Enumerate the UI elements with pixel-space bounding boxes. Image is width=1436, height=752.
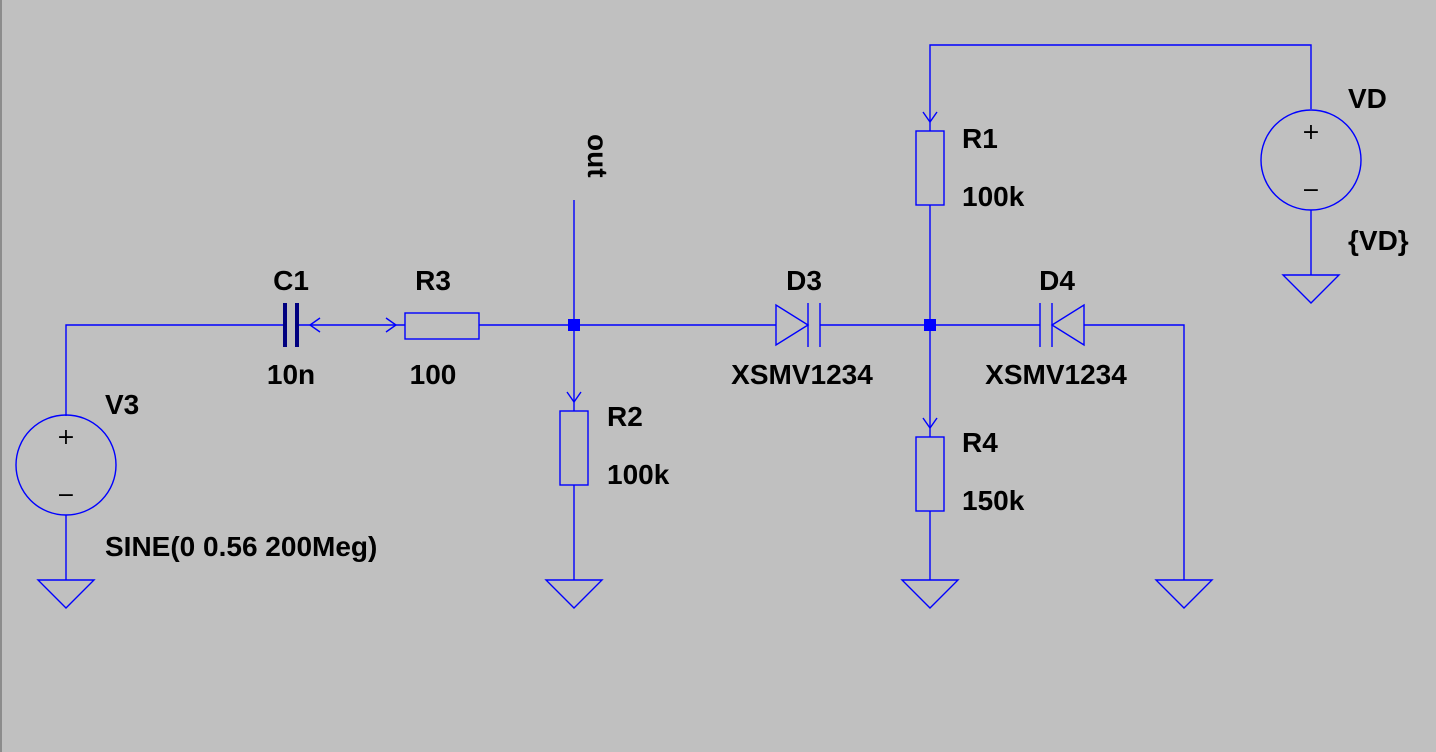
resistor-r2[interactable] bbox=[559, 410, 589, 486]
wire-d4-to-ground bbox=[1084, 324, 1185, 580]
v3-value: SINE(0 0.56 200Meg) bbox=[105, 531, 377, 562]
wire-node-to-r2 bbox=[566, 325, 582, 411]
d4-label: D4 bbox=[1039, 265, 1075, 296]
ground-symbol-d4 bbox=[1154, 579, 1214, 609]
r3-value: 100 bbox=[410, 359, 457, 390]
ground-symbol-vd bbox=[1281, 274, 1341, 304]
vd-minus-sign: − bbox=[1302, 178, 1320, 203]
capacitor-c1[interactable] bbox=[283, 303, 299, 347]
vd-plus-sign: + bbox=[1302, 120, 1320, 145]
v3-label: V3 bbox=[105, 389, 139, 420]
varactor-d4[interactable] bbox=[1039, 303, 1085, 347]
r3-label: R3 bbox=[415, 265, 451, 296]
r1-label: R1 bbox=[962, 123, 998, 154]
wire-c1-to-r3 bbox=[299, 317, 405, 333]
c1-label: C1 bbox=[273, 265, 309, 296]
ground-symbol-r4 bbox=[900, 579, 960, 609]
resistor-r1[interactable] bbox=[915, 130, 945, 206]
d3-value: XSMV1234 bbox=[731, 359, 873, 390]
varactor-d3[interactable] bbox=[775, 303, 821, 347]
r2-value: 100k bbox=[607, 459, 670, 490]
source-vd[interactable]: + − bbox=[1260, 109, 1362, 211]
v3-plus-sign: + bbox=[57, 425, 75, 450]
resistor-r4[interactable] bbox=[915, 436, 945, 512]
wire-node-to-r4 bbox=[922, 325, 938, 437]
ground-symbol-v3 bbox=[36, 579, 96, 609]
resistor-r3[interactable] bbox=[404, 312, 480, 340]
r4-label: R4 bbox=[962, 427, 998, 458]
ground-symbol-r2 bbox=[544, 579, 604, 609]
vd-label: VD bbox=[1348, 83, 1387, 114]
v3-minus-sign: − bbox=[57, 483, 75, 508]
wire-v3-to-c1 bbox=[65, 324, 283, 416]
vd-value: {VD} bbox=[1348, 225, 1409, 256]
wire-vd-to-r1 bbox=[922, 44, 1312, 131]
source-v3[interactable]: + − bbox=[15, 414, 117, 516]
r1-value: 100k bbox=[962, 181, 1025, 212]
r4-value: 150k bbox=[962, 485, 1025, 516]
d4-value: XSMV1234 bbox=[985, 359, 1127, 390]
r2-label: R2 bbox=[607, 401, 643, 432]
c1-value: 10n bbox=[267, 359, 315, 390]
net-label-out: out bbox=[582, 134, 613, 178]
d3-label: D3 bbox=[786, 265, 822, 296]
